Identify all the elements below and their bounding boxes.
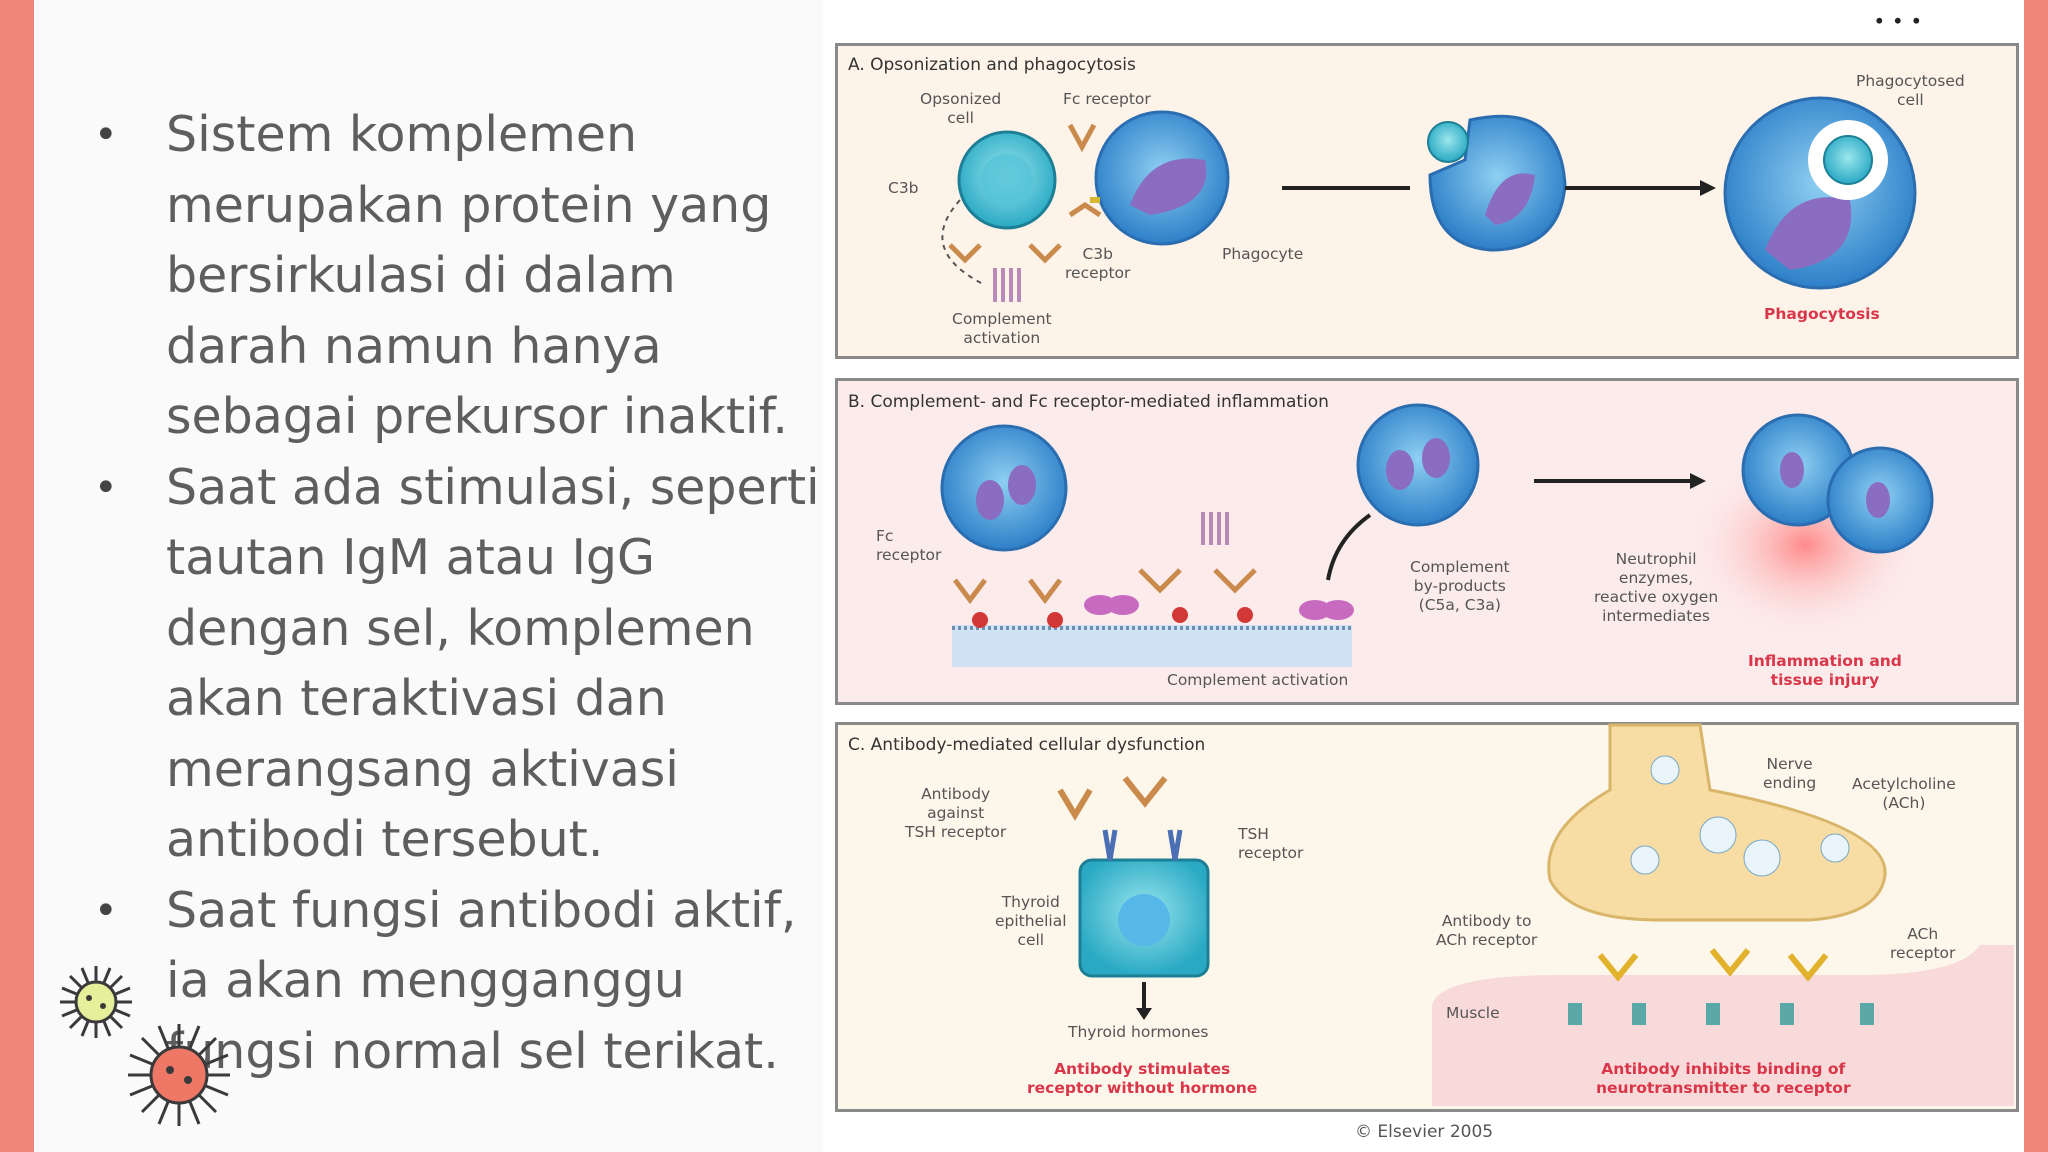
arrow-b1 [1326,513,1372,581]
label-complement-activation-b: Complement activation [1167,671,1349,689]
bullet-line: fungsi normal sel terikat. [166,1022,779,1080]
bullet-line: Sistem komplemen [166,106,638,163]
label-fc-receptor-b: Fc receptor [876,527,942,564]
virus-yellow-icon [60,966,132,1038]
label-antibody-inhibits: Antibody inhibits binding of neurotransm… [1596,1060,1851,1097]
bullet-line: merupakan protein yang [166,176,772,234]
label-complement-activation: Complement activation [952,310,1052,347]
nerve-ending-illustration [1547,723,1887,922]
bullet-marker: • [94,112,118,158]
bullet-marker: • [94,887,118,934]
label-c3b-receptor: C3b receptor [1065,245,1131,282]
ach-receptors [1568,1003,1874,1025]
right-accent-bar [2024,0,2048,1152]
bullet-item-3: • Saat fungsi antibodi aktif, ia akan me… [84,876,824,1088]
bullet-line: ia akan mengganggu [166,952,685,1009]
bullet-line: Saat ada stimulasi, seperti [166,458,820,516]
bullet-line: darah namun hanya [166,317,662,375]
panel-a-title: A. Opsonization and phagocytosis [848,55,1136,75]
label-complement-byproducts: Complement by-products (C5a, C3a) [1410,558,1510,614]
thyroid-cell-illustration [1078,858,1210,978]
copyright: © Elsevier 2005 [1355,1122,1494,1142]
label-nerve-ending: Nerve ending [1763,755,1817,792]
virus-red-icon [128,1024,230,1126]
corner-glyph: ∙∙∙ [1873,8,1929,32]
label-thyroid-cell: Thyroid epithelial cell [995,893,1067,949]
left-accent-bar [0,0,34,1152]
label-phagocyte: Phagocyte [1222,245,1304,263]
bullet-item-2: • Saat ada stimulasi, seperti tautan IgM… [84,453,824,876]
label-phagocytosed-cell: Phagocytosed cell [1856,72,1965,109]
label-acetylcholine: Acetylcholine (ACh) [1852,775,1956,812]
bullet-line: antibodi tersebut. [166,811,604,868]
arrow-b2-head [1690,473,1706,489]
label-neutrophil-enzymes: Neutrophil enzymes, reactive oxygen inte… [1594,550,1719,625]
bullet-line: merangsang aktivasi [166,740,679,798]
neutrophil-fc [940,424,1068,552]
bullet-line: dengan sel, komplemen [166,599,755,657]
activation-dashed-arrow [941,199,986,286]
label-ach-receptor: ACh receptor [1890,925,1956,962]
antibodies-b [953,568,1257,605]
bullet-line: bersirkulasi di dalam [166,247,676,304]
neutrophil-attracted [1356,403,1480,527]
phagocytosed-cell-illustration [1723,96,1917,290]
tsh-antibodies [1057,776,1168,821]
tsh-receptors [1102,829,1183,861]
bullet-marker: • [94,464,118,511]
label-phagocytosis: Phagocytosis [1764,305,1880,323]
antibodies-a [948,123,1102,264]
bullet-list: • Sistem komplemen merupakan protein yan… [84,100,824,1087]
panel-c-title: C. Antibody-mediated cellular dysfunctio… [848,735,1206,755]
complement-stalk-b [1201,512,1229,545]
label-c3b: C3b [888,179,919,197]
label-fc-receptor: Fc receptor [1063,90,1151,108]
bullet-line: Saat fungsi antibodi aktif, [166,881,797,939]
membrane [952,625,1352,667]
label-inflammation: Inflammation and tissue injury [1748,652,1902,689]
label-thyroid-hormones: Thyroid hormones [1068,1023,1209,1041]
complement-stalk [993,268,1021,302]
label-antibody-tsh: Antibody against TSH receptor [905,785,1007,841]
label-antibody-ach: Antibody to ACh receptor [1436,912,1538,949]
arrow-a2-head [1700,180,1716,196]
muscle-tissue [1432,945,2014,1106]
bullet-line: akan teraktivasi dan [166,670,667,727]
label-tsh-receptor: TSH receptor [1238,825,1304,862]
neutrophils-inflammation [1741,413,1934,554]
label-antibody-stimulates: Antibody stimulates receptor without hor… [1027,1060,1258,1097]
bullet-item-1: • Sistem komplemen merupakan protein yan… [84,100,824,453]
label-opsonized-cell: Opsonized cell [920,90,1002,127]
bullet-line: sebagai prekursor inaktif. [166,388,788,445]
phagocyte-cell [1094,110,1230,246]
label-muscle: Muscle [1446,1004,1500,1022]
opsonized-cell [957,130,1057,230]
bullet-line: tautan IgM atau IgG [166,529,655,586]
complement-molecules [972,595,1354,628]
hormone-arrow-head [1136,1008,1152,1020]
panel-b-title: B. Complement- and Fc receptor-mediated … [848,392,1329,412]
ach-antibodies [1597,948,1829,982]
engulfing-phagocyte [1427,114,1567,252]
